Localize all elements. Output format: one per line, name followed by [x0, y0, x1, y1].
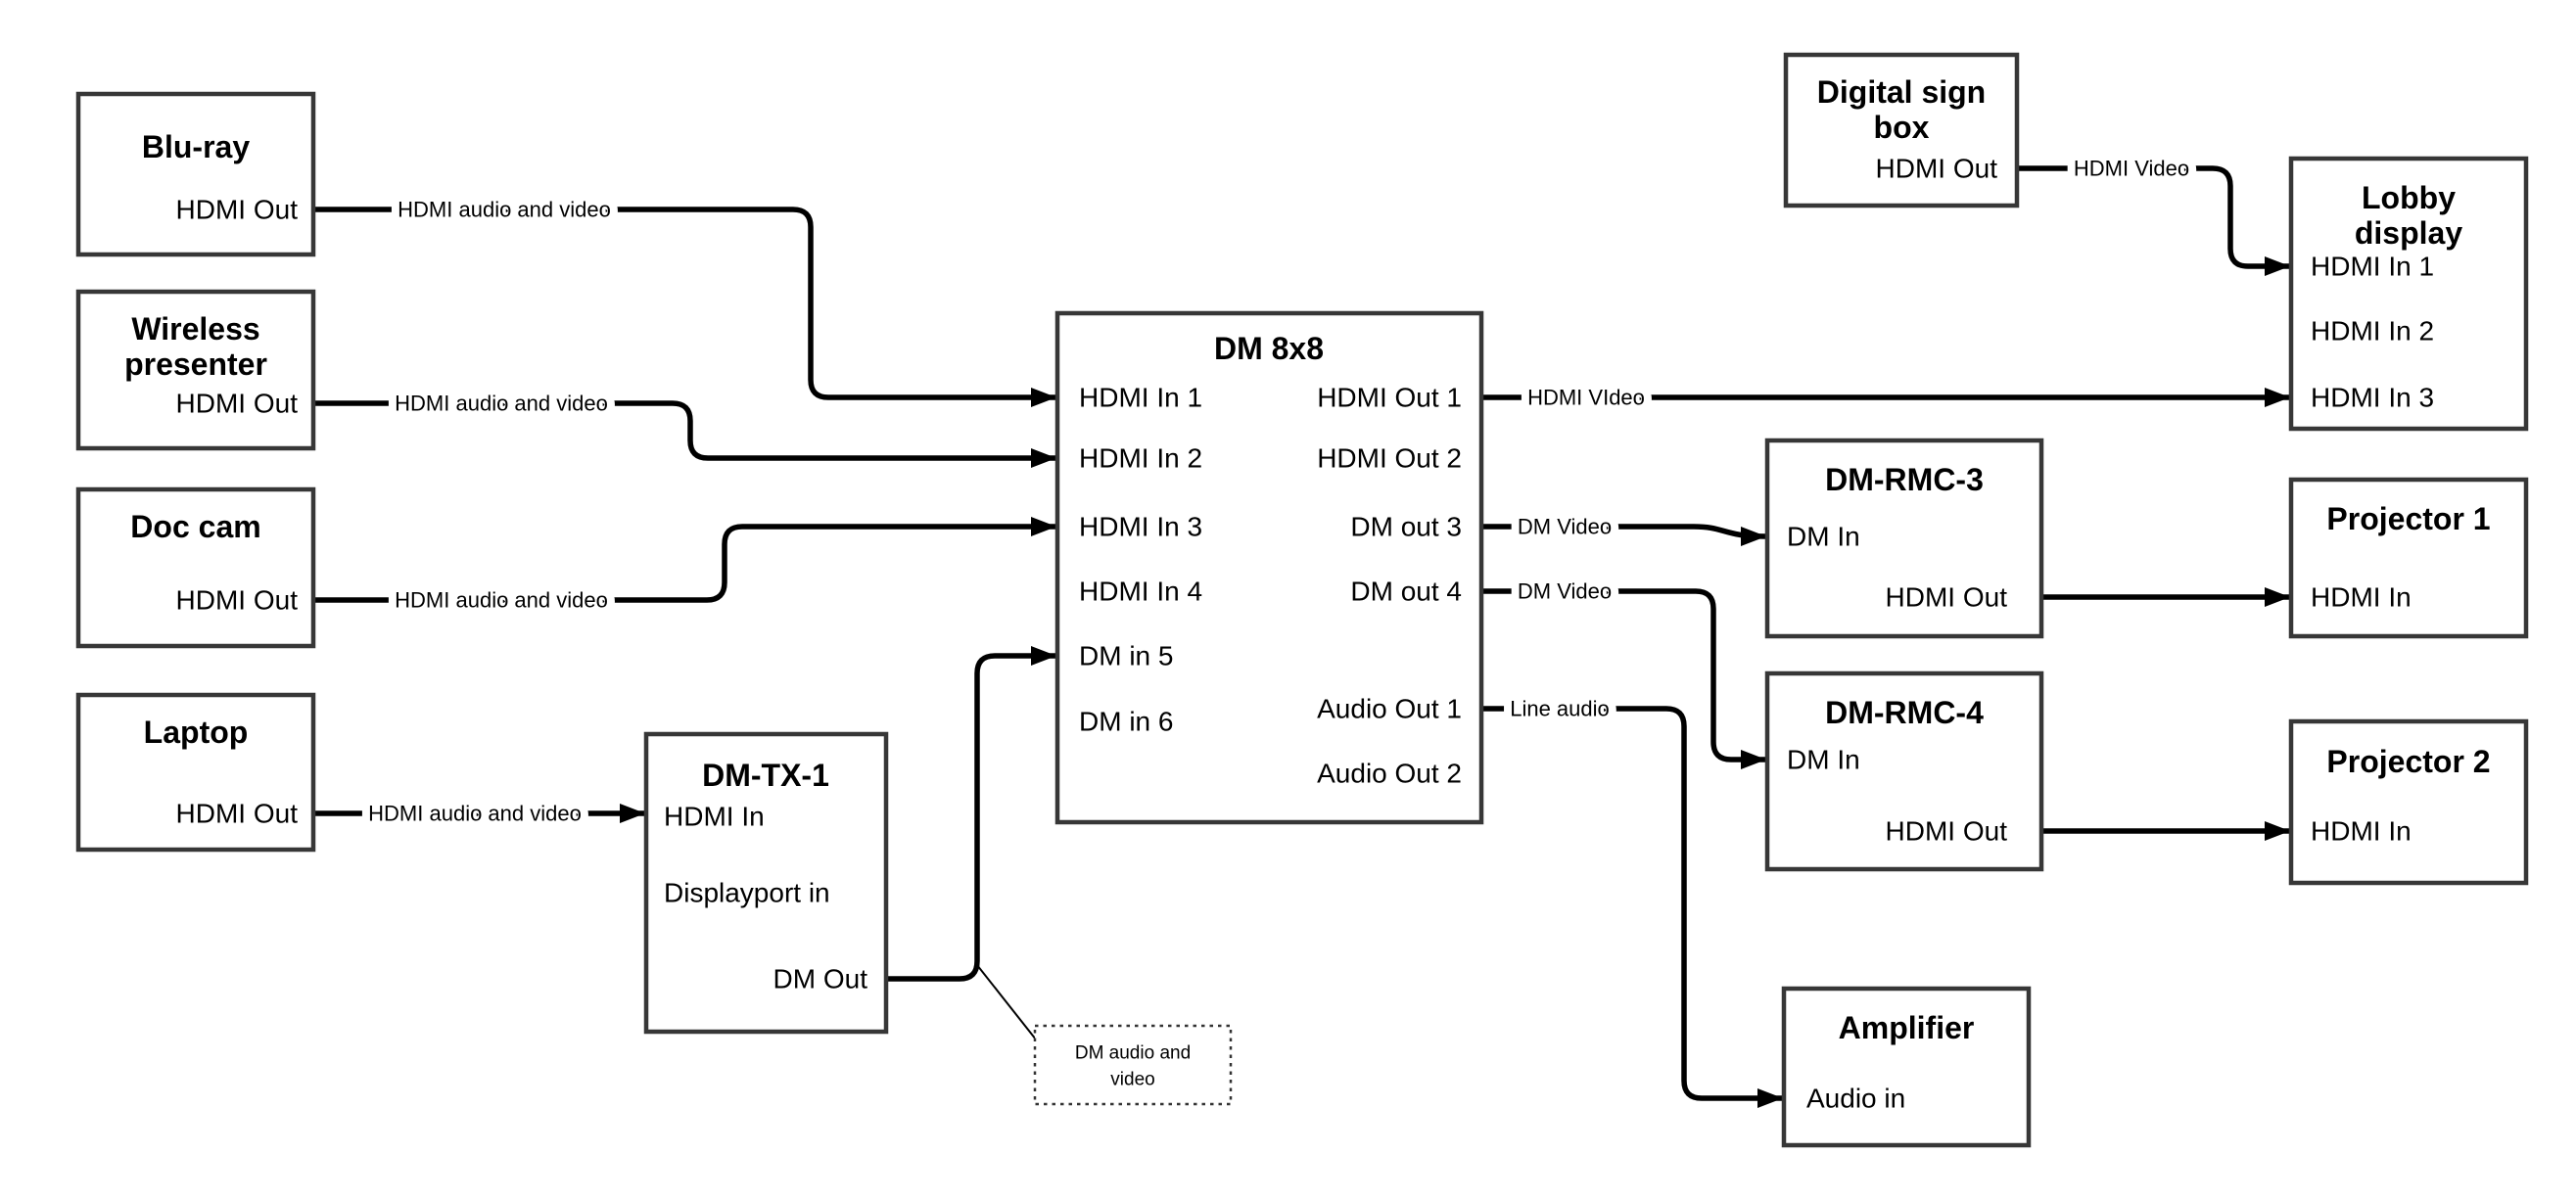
node-title: Wireless [131, 311, 259, 346]
node-dm-tx-1[interactable]: DM-TX-1 HDMI In Displayport in DM Out [643, 731, 889, 1035]
port-dm-out: DM Out [773, 964, 868, 994]
node-title: Lobby [2362, 180, 2456, 215]
port-hdmi-in-2: HDMI In 2 [1079, 443, 1202, 474]
node-projector-2[interactable]: Projector 2 HDMI In [2288, 718, 2529, 886]
node-box[interactable] [1054, 310, 1484, 825]
node-laptop[interactable]: Laptop HDMI Out [75, 692, 316, 853]
node-title: DM 8x8 [1214, 331, 1324, 366]
edge-doccam-to-dm8x8[interactable] [313, 517, 1056, 603]
port-audio-in: Audio in [1806, 1084, 1905, 1114]
port-hdmi-in-4: HDMI In 4 [1079, 577, 1202, 607]
node-title: Digital sign [1817, 74, 1986, 110]
port-hdmi-in-3: HDMI In 3 [2311, 383, 2434, 413]
edge-digitalsign-to-lobby[interactable] [2017, 165, 2290, 276]
port-hdmi-in-2: HDMI In 2 [2311, 316, 2434, 346]
node-title: presenter [124, 346, 267, 382]
port-hdmi-in: HDMI In [2311, 582, 2412, 613]
node-title: box [1874, 110, 1930, 145]
note-text: DM audio and [1075, 1043, 1191, 1064]
node-lobby-display[interactable]: Lobby display HDMI In 1 HDMI In 2 HDMI I… [2288, 156, 2529, 432]
port-audio-out-2: Audio Out 2 [1317, 759, 1462, 789]
node-box[interactable] [1781, 986, 2032, 1148]
edge-label: HDMI audio and video [395, 392, 608, 416]
port-hdmi-out-2: HDMI Out 2 [1317, 443, 1462, 474]
node-box[interactable] [75, 91, 316, 257]
port-dm-in-6: DM in 6 [1079, 707, 1173, 737]
edge-label: HDMI VIdeo [1527, 386, 1645, 410]
port-hdmi-in-1: HDMI In 1 [1079, 383, 1202, 413]
port-displayport-in: Displayport in [664, 878, 830, 908]
port-hdmi-in-1: HDMI In 1 [2311, 252, 2434, 282]
edge-dm8x8-to-dmrmc3[interactable] [1481, 524, 1766, 546]
port-hdmi-in: HDMI In [664, 802, 765, 832]
node-amplifier[interactable]: Amplifier Audio in [1781, 986, 2032, 1148]
port-hdmi-out: HDMI Out [176, 585, 299, 616]
edge-bluray-to-dm8x8[interactable] [313, 207, 1056, 407]
port-hdmi-out: HDMI Out [176, 195, 299, 225]
node-wireless-presenter[interactable]: Wireless presenter HDMI Out [75, 289, 316, 451]
edge-label: DM Video [1518, 515, 1612, 539]
edge-wireless-to-dm8x8[interactable] [313, 400, 1056, 468]
node-dm-rmc-4[interactable]: DM-RMC-4 DM In HDMI Out [1764, 670, 2044, 872]
port-hdmi-out: HDMI Out [1876, 154, 1998, 184]
port-hdmi-out: HDMI Out [176, 389, 299, 419]
node-title: DM-RMC-3 [1825, 462, 1984, 497]
node-doc-cam[interactable]: Doc cam HDMI Out [75, 486, 316, 649]
port-hdmi-out: HDMI Out [1886, 582, 2008, 613]
node-box[interactable] [1783, 52, 2020, 208]
annotation-dm-audio-video[interactable]: DM audio and video [1033, 1024, 1233, 1106]
node-projector-1[interactable]: Projector 1 HDMI In [2288, 477, 2529, 639]
node-title: DM-TX-1 [702, 758, 829, 793]
edge-label: HDMI Video [2074, 157, 2189, 181]
note-box[interactable] [1033, 1024, 1233, 1106]
node-box[interactable] [2288, 156, 2529, 432]
node-title: Blu-ray [142, 129, 250, 164]
port-dm-in-5: DM in 5 [1079, 641, 1173, 671]
node-box[interactable] [2288, 477, 2529, 639]
node-title: display [2355, 215, 2462, 251]
port-hdmi-out: HDMI Out [176, 799, 299, 829]
node-box[interactable] [75, 289, 316, 451]
port-dm-out-3: DM out 3 [1350, 512, 1462, 542]
node-box[interactable] [643, 731, 889, 1035]
port-audio-out-1: Audio Out 1 [1317, 694, 1462, 724]
edge-dm8x8-to-dmrmc4[interactable] [1481, 588, 1766, 769]
node-title: DM-RMC-4 [1825, 695, 1984, 730]
port-hdmi-in-3: HDMI In 3 [1079, 512, 1202, 542]
node-title: Projector 2 [2326, 744, 2490, 779]
node-box[interactable] [75, 486, 316, 649]
edge-dm8x8-to-amplifier[interactable] [1481, 706, 1783, 1108]
edges-layer [313, 165, 2290, 1108]
port-hdmi-in: HDMI In [2311, 816, 2412, 847]
node-title: Projector 1 [2326, 501, 2490, 536]
node-digital-sign-box[interactable]: Digital sign box HDMI Out [1783, 52, 2020, 208]
edge-dmtx1-to-dm8x8[interactable] [886, 646, 1056, 982]
node-title: Doc cam [130, 509, 260, 544]
node-box[interactable] [1764, 670, 2044, 872]
edge-label: HDMI audio and video [395, 588, 608, 613]
edge-label: HDMI audio and video [398, 198, 611, 222]
port-hdmi-out-1: HDMI Out 1 [1317, 383, 1462, 413]
port-dm-in: DM In [1787, 745, 1860, 775]
node-dm-8x8[interactable]: DM 8x8 HDMI In 1 HDMI In 2 HDMI In 3 HDM… [1054, 310, 1484, 825]
edge-label: Line audio [1510, 697, 1610, 721]
note-leader-line [976, 964, 1037, 1040]
node-dm-rmc-3[interactable]: DM-RMC-3 DM In HDMI Out [1764, 438, 2044, 639]
node-box[interactable] [75, 692, 316, 853]
node-box[interactable] [1764, 438, 2044, 639]
edge-label: DM Video [1518, 579, 1612, 604]
node-title: Laptop [144, 715, 249, 750]
port-dm-in: DM In [1787, 522, 1860, 552]
node-bluray[interactable]: Blu-ray HDMI Out [75, 91, 316, 257]
note-text: video [1110, 1070, 1154, 1090]
port-hdmi-out: HDMI Out [1886, 816, 2008, 847]
node-title: Amplifier [1839, 1010, 1975, 1045]
node-box[interactable] [2288, 718, 2529, 886]
port-dm-out-4: DM out 4 [1350, 577, 1462, 607]
edge-label: HDMI audio and video [368, 802, 582, 826]
